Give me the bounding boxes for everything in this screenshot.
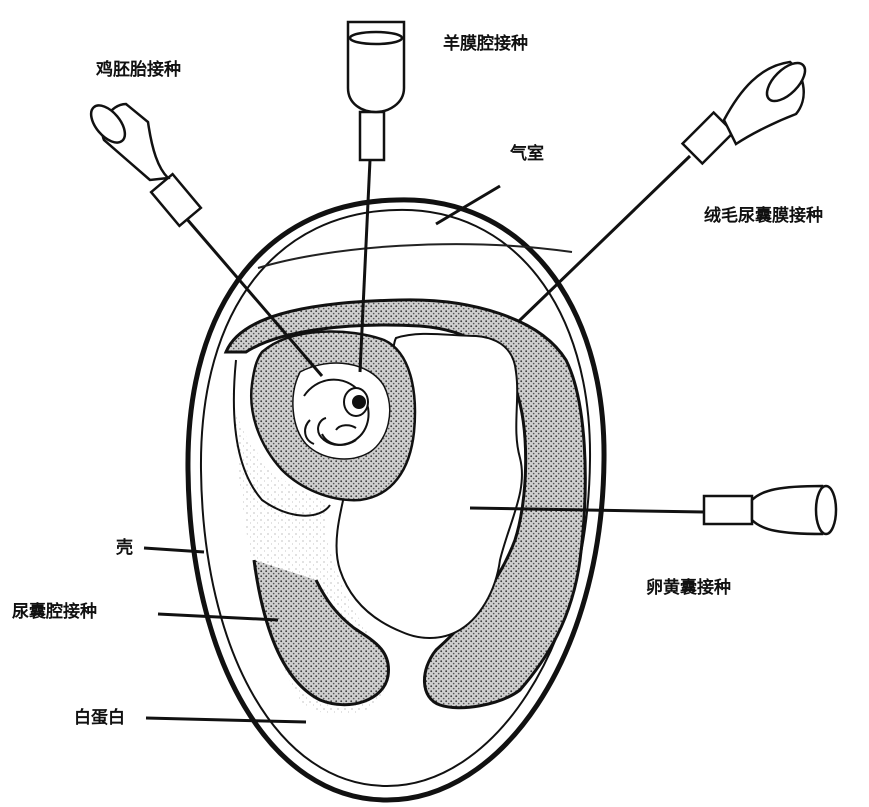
label-chick-embryo-inoculation: 鸡胚胎接种 [96, 62, 181, 79]
label-chorioallantoic-inoculation: 绒毛尿囊膜接种 [704, 208, 823, 225]
label-shell: 壳 [116, 540, 133, 557]
label-amniotic-inoculation: 羊膜腔接种 [443, 36, 528, 53]
label-allantoic-inoculation: 尿囊腔接种 [12, 604, 97, 621]
label-air-chamber: 气室 [510, 146, 544, 163]
label-albumen: 白蛋白 [74, 710, 125, 727]
label-yolk-sac-inoculation: 卵黄囊接种 [646, 580, 731, 597]
syringe-chorioallantoic [518, 57, 811, 322]
